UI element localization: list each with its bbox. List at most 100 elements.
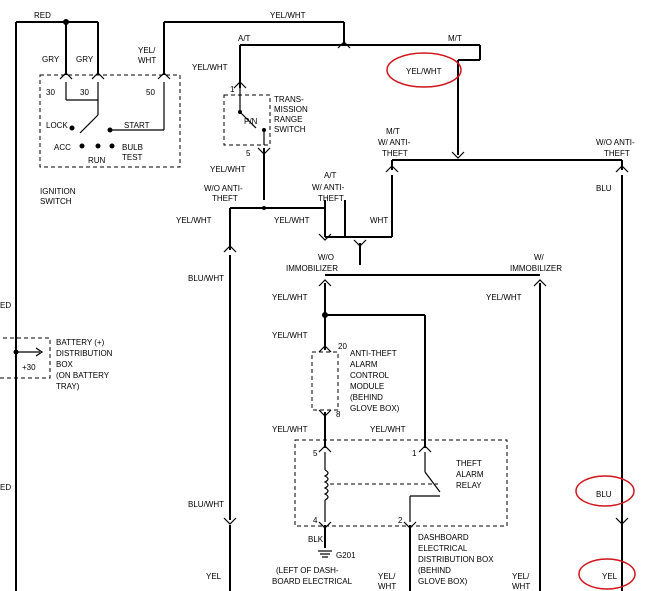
wire-label: YEL/WHT <box>486 293 522 302</box>
ground-location: BOARD ELECTRICAL <box>272 577 353 586</box>
option-label: A/T <box>324 171 337 180</box>
wire-label: M/T <box>448 34 462 43</box>
connector-icon <box>59 72 73 80</box>
pin-label: 8 <box>336 410 341 419</box>
wire-label: BLU <box>596 184 612 193</box>
switch-position: BULB <box>122 143 143 152</box>
connector-icon <box>233 81 247 89</box>
option-label: W/ ANTI- <box>378 138 411 147</box>
trs-lever <box>239 111 257 129</box>
trs-contact <box>262 128 266 132</box>
connector-icon <box>385 165 399 173</box>
component-label: (BEHIND <box>350 393 383 402</box>
transmission-range-switch <box>223 88 271 146</box>
connector-icon <box>318 279 332 287</box>
wire-label: YEL/WHT <box>176 216 212 225</box>
switch-position: ACC <box>54 143 71 152</box>
bulb-test-contact <box>109 143 115 149</box>
component-label: RELAY <box>456 481 482 490</box>
red-circle-annotation <box>386 52 462 88</box>
wire-label: YEL <box>206 572 222 581</box>
wire-label: YEL/WHT <box>272 331 308 340</box>
wire-label: BLU/WHT <box>188 274 224 283</box>
component-label: GLOVE BOX) <box>418 577 468 586</box>
connector-icon <box>223 517 237 525</box>
ignition-switch <box>39 74 181 168</box>
component-label: SWITCH <box>40 197 72 206</box>
switch-position: LOCK <box>46 121 68 130</box>
connector-icon <box>157 72 171 80</box>
wire-label: A/T <box>238 34 251 43</box>
wire-label: GRY <box>76 55 94 64</box>
battery-distribution-box <box>0 337 51 379</box>
junction-dot <box>262 206 266 210</box>
component-label: ALARM <box>456 470 484 479</box>
option-label: W/O <box>318 253 334 262</box>
component-label: BATTERY (+) <box>56 338 105 347</box>
pin-label: 4 <box>313 516 318 525</box>
wire-label: WHT <box>138 56 156 65</box>
option-label: THEFT <box>318 194 344 203</box>
component-label: DISTRIBUTION BOX <box>418 555 494 564</box>
component-label: DASHBOARD <box>418 533 469 542</box>
wire-label: ED <box>0 483 11 492</box>
component-label: (ON BATTERY <box>56 371 110 380</box>
component-label: ELECTRICAL <box>418 544 468 553</box>
pin-label: 1 <box>412 449 417 458</box>
switch-position: START <box>124 121 150 130</box>
wire-label: YEL/WHT <box>270 11 306 20</box>
atam-box <box>311 351 339 411</box>
pin-label: 1 <box>230 85 235 94</box>
wire-label: YEL/ <box>378 572 396 581</box>
component-label: SWITCH <box>274 125 306 134</box>
anti-theft-module <box>311 351 339 411</box>
connector-icon <box>403 521 417 529</box>
connector-icon <box>318 445 332 453</box>
component-label: GLOVE BOX) <box>350 404 400 413</box>
relay-coil-icon <box>323 469 329 501</box>
connector-icon <box>533 279 547 287</box>
option-label: THEFT <box>604 149 630 158</box>
trs-contact <box>238 110 242 114</box>
lock-contact <box>69 125 75 131</box>
component-label: IGNITION <box>40 187 76 196</box>
pin-label: 20 <box>338 342 347 351</box>
component-label: CONTROL <box>350 371 390 380</box>
ground-label: G201 <box>336 551 356 560</box>
labels: RED YEL/WHT A/T M/T GRY GRY YEL/ WHT YEL… <box>0 11 635 591</box>
connector-icon <box>615 517 629 525</box>
connector-icon <box>318 521 332 529</box>
trs-box <box>223 94 271 146</box>
theft-alarm-relay <box>294 439 508 527</box>
option-label: W/ <box>534 253 545 262</box>
connector-icon <box>257 147 271 155</box>
wire-label: WHT <box>378 582 396 591</box>
junction-dot <box>63 19 69 25</box>
wire-label: BLU/WHT <box>188 500 224 509</box>
wire-label: YEL/WHT <box>192 63 228 72</box>
connector-icon <box>337 41 351 49</box>
option-label: THEFT <box>382 149 408 158</box>
component-label: TRAY) <box>56 382 80 391</box>
wire-label: YEL/WHT <box>272 425 308 434</box>
connector-icon <box>318 345 332 353</box>
run-contact <box>95 143 101 149</box>
connector-icon <box>91 72 105 80</box>
red-circle-annotation <box>578 558 636 590</box>
pin-label: 2 <box>398 516 403 525</box>
pin-label: 30 <box>80 88 89 97</box>
wire-label: YEL/WHT <box>272 293 308 302</box>
relay-box <box>294 439 508 527</box>
option-label: M/T <box>386 127 400 136</box>
batt-box <box>0 337 51 379</box>
option-label: W/O ANTI- <box>596 138 635 147</box>
component-label: ALARM <box>350 360 378 369</box>
ground-location: (LEFT OF DASH- <box>276 566 339 575</box>
wire-label: GRY <box>42 55 60 64</box>
pin-label: 5 <box>313 449 318 458</box>
wire-label: YEL/WHT <box>406 67 442 76</box>
wire-label: ED <box>0 301 11 310</box>
arrow-icon <box>35 347 44 357</box>
ignition-switch-box <box>39 74 181 168</box>
